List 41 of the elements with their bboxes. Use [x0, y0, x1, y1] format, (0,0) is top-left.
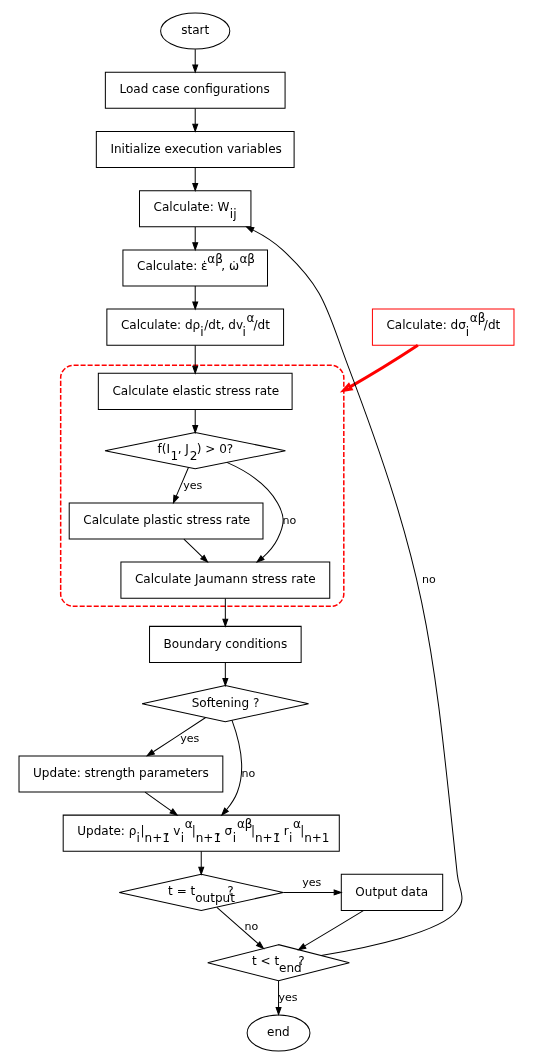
arrow — [183, 538, 209, 563]
arrow — [192, 226, 199, 251]
arrow — [144, 791, 178, 816]
node-box: Output data — [340, 873, 444, 911]
arrow — [192, 107, 199, 132]
arrow — [282, 889, 342, 896]
node-box: Initialize execution variables — [95, 130, 295, 169]
arrow — [192, 167, 199, 192]
arrow — [275, 980, 282, 1016]
edge-label: yes — [302, 876, 322, 890]
node-ellipse: start — [160, 12, 231, 50]
edge-label: yes — [183, 478, 203, 492]
arrow — [198, 850, 205, 875]
node-box: Calculate elastic stress rate — [97, 372, 293, 410]
edge-label: yes — [180, 731, 200, 745]
arrow — [222, 598, 229, 627]
edge-label: yes — [278, 990, 298, 1004]
arrow — [246, 226, 463, 956]
arrow — [221, 719, 243, 816]
edge-label: no — [282, 513, 297, 527]
node-box: Load case configurations — [104, 71, 286, 109]
node-box: Boundary conditions — [149, 625, 302, 663]
arrow — [192, 345, 199, 374]
arrow — [192, 48, 199, 73]
arrow — [339, 344, 419, 393]
node-box: Calculate plastic stress rate — [68, 502, 264, 540]
node-diamond: Softening ? — [141, 685, 310, 723]
node-ellipse: end — [246, 1014, 311, 1052]
node-box: Update: strength parameters — [18, 755, 224, 793]
arrow — [216, 906, 264, 949]
edge-label: no — [244, 920, 259, 934]
arrow — [192, 409, 199, 433]
arrow — [298, 910, 364, 951]
edge-label: no — [422, 573, 436, 586]
arrow — [192, 285, 199, 310]
arrow — [226, 461, 284, 563]
arrow — [172, 467, 189, 504]
node-box: Calculate Jaumann stress rate — [120, 561, 331, 599]
edge-label: no — [241, 766, 256, 780]
arrow — [146, 717, 207, 757]
arrow — [222, 662, 229, 686]
